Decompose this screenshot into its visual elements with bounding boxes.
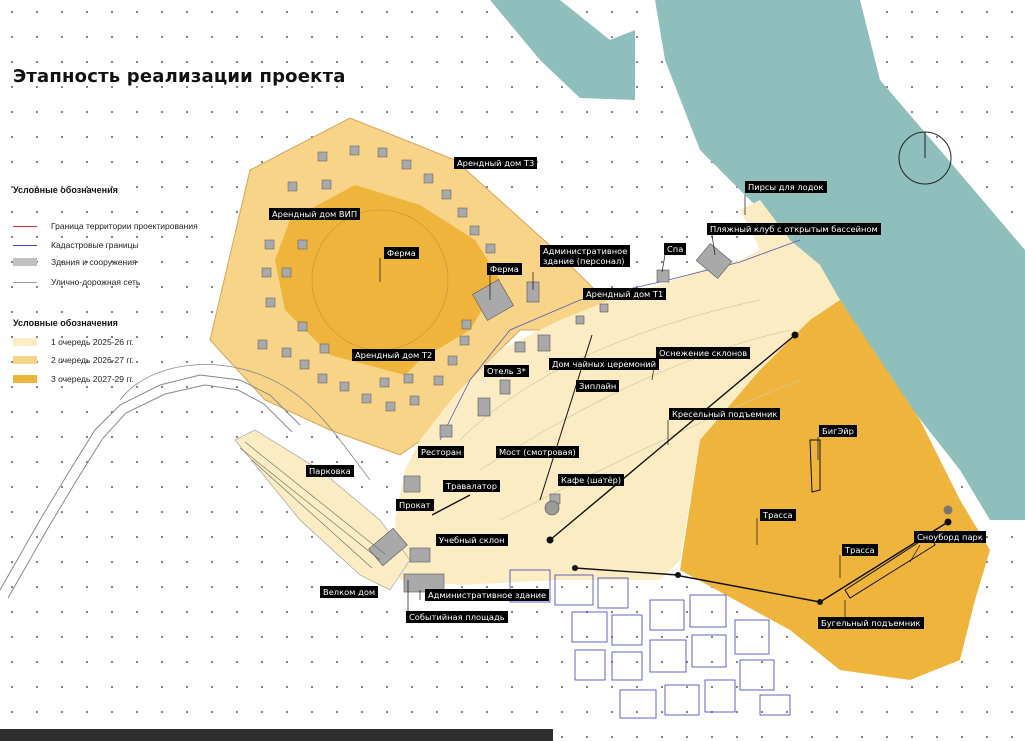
label-big-air: БигЭйр xyxy=(819,425,857,437)
label-farm-building: Ферма xyxy=(487,263,522,275)
red-line-swatch xyxy=(13,225,37,227)
label-cafe: Кафе (шатёр) xyxy=(558,474,625,486)
label-rent-house-t3: Арендный дом Т3 xyxy=(454,157,538,169)
bottom-dark-strip xyxy=(0,729,553,741)
phase3-farm-zone xyxy=(275,185,500,375)
phase1-zone xyxy=(395,200,840,585)
blue-line-swatch xyxy=(13,244,37,246)
label-snowboard-park: Сноуборд парк xyxy=(914,531,986,543)
label-admin-staff: Административное здание (персонал) xyxy=(540,245,630,267)
label-boat-piers: Пирсы для лодок xyxy=(745,181,827,193)
label-parking: Парковка xyxy=(306,465,354,477)
legend-label: Улично-дорожная сеть xyxy=(51,277,141,287)
legend-label: Здания и сооружения xyxy=(51,257,137,267)
label-admin-building: Административное здание xyxy=(425,589,550,601)
legend-item-phase2: 2 очередь 2026-27 гг. xyxy=(13,354,134,366)
label-welcome-house: Велком дом xyxy=(320,586,379,598)
territory-border xyxy=(439,239,801,441)
label-hotel: Отель 3* xyxy=(484,365,529,377)
label-rental: Прокат xyxy=(396,499,434,511)
access-road-2 xyxy=(7,384,293,599)
label-chairlift: Кресельный подъемник xyxy=(669,408,781,420)
snowboard-marker xyxy=(943,505,953,515)
big-air-ramp xyxy=(809,439,821,493)
legend-label: 3 очередь 2027-29 гг. xyxy=(51,374,134,384)
access-road xyxy=(0,374,301,591)
phase3-swatch xyxy=(13,375,37,383)
legend-item-roads: Улично-дорожная сеть xyxy=(13,276,140,288)
legend-label: Кадастровые границы xyxy=(51,240,139,250)
leader-lines xyxy=(379,195,921,618)
label-rent-house-t1: Арендный дом Т1 xyxy=(583,288,667,300)
gray-swatch xyxy=(13,258,37,266)
legend-item-phase1: 1 очередь 2025-26 гг. xyxy=(13,336,134,348)
contour-3 xyxy=(499,379,801,521)
label-track-1: Трасса xyxy=(760,509,796,521)
label-zipline: Зиплайн xyxy=(576,380,620,392)
label-event-square: Событийная площадь xyxy=(406,611,508,623)
loop-road xyxy=(119,364,371,481)
label-rent-house-t2: Арендный дом Т2 xyxy=(352,349,436,361)
legend-label: 1 очередь 2025-26 гг. xyxy=(51,337,134,347)
river-upper xyxy=(490,0,635,100)
label-tbar-lift: Бугельный подъемник xyxy=(818,617,924,629)
legend-item-project-boundary: Граница территории проектирования xyxy=(13,220,198,232)
lift-lines xyxy=(431,334,949,603)
cadastral-plots xyxy=(509,569,791,719)
gray-line-swatch xyxy=(13,281,37,283)
page-title: Этапность реализации проекта xyxy=(13,66,346,87)
snowboard-park-ramp xyxy=(844,534,936,599)
label-rent-house-vip: Арендный дом ВИП xyxy=(269,208,361,220)
label-snowmaking: Оснежение склонов xyxy=(656,347,751,359)
cafe-tent-marker xyxy=(544,500,560,516)
legend-item-phase3: 3 очередь 2027-29 гг. xyxy=(13,373,134,385)
label-track-2: Трасса xyxy=(842,544,878,556)
lift-stations xyxy=(546,331,952,605)
label-travelator: Травалатор xyxy=(443,480,500,492)
legend-heading-1: Условные обозначения xyxy=(13,185,118,195)
label-restaurant: Ресторан xyxy=(418,446,465,458)
phase2-swatch xyxy=(13,356,37,364)
legend-label: 2 очередь 2026-27 гг. xyxy=(51,355,134,365)
phase3-slopes-zone xyxy=(680,300,990,680)
buildings xyxy=(368,243,733,593)
legend-item-buildings: Здания и сооружения xyxy=(13,256,137,268)
river-main xyxy=(655,0,1025,520)
label-spa: Спа xyxy=(664,243,687,255)
label-training-slope: Учебный склон xyxy=(436,534,508,546)
legend-item-cadastral: Кадастровые границы xyxy=(13,239,139,251)
label-beach-club: Пляжный клуб с открытым бассейном xyxy=(707,223,881,235)
legend-label: Граница территории проектирования xyxy=(51,221,198,231)
rent-houses xyxy=(257,145,496,412)
label-tea-house: Дом чайных церемоний xyxy=(549,358,660,370)
phase1-swatch xyxy=(13,338,37,346)
label-farm-field: Ферма xyxy=(384,247,419,259)
legend-heading-2: Условные обозначения xyxy=(13,318,118,328)
label-bridge: Мост (смотровая) xyxy=(496,446,579,458)
parking-rows xyxy=(239,441,386,569)
